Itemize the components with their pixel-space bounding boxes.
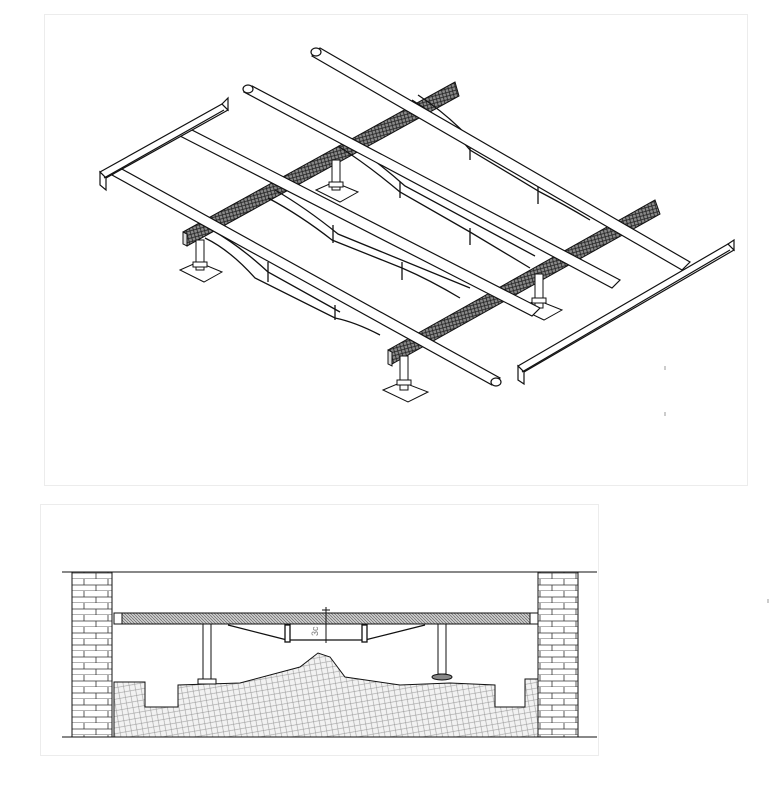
section-annotation: 3c bbox=[310, 626, 320, 636]
support-beam-lower bbox=[387, 199, 661, 367]
brick-wall-right bbox=[537, 571, 579, 738]
channel-left bbox=[99, 96, 229, 192]
longitudinal-rails bbox=[110, 47, 691, 387]
section-panel-frame bbox=[40, 504, 599, 756]
isometric-view bbox=[99, 47, 735, 416]
cross-section-view: 3c bbox=[62, 571, 769, 738]
brick-wall-left bbox=[71, 571, 113, 738]
section-posts bbox=[197, 623, 453, 685]
isometric-panel-frame bbox=[44, 14, 748, 486]
channel-right bbox=[517, 238, 735, 386]
section-truss bbox=[227, 607, 426, 643]
pedestal-supports bbox=[178, 159, 564, 403]
ground-fill bbox=[113, 652, 539, 738]
support-beam-upper bbox=[182, 81, 460, 247]
